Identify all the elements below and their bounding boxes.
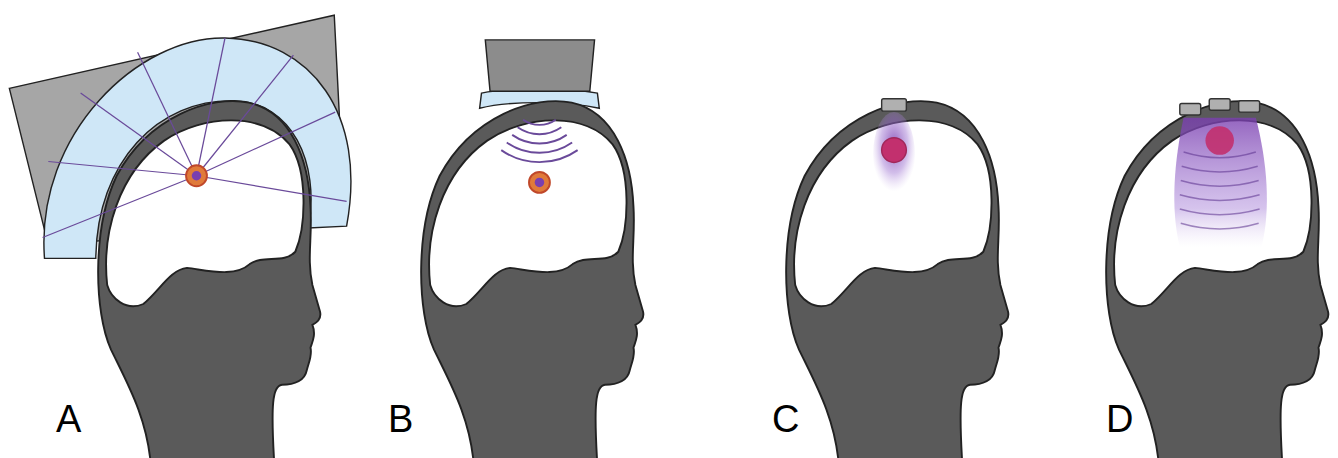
panel-letter: A [56, 400, 81, 438]
head-d [1106, 99, 1328, 458]
panel-letter: B [388, 400, 413, 438]
head-c [786, 99, 1008, 458]
head-a [9, 15, 351, 458]
head-b [421, 40, 643, 458]
panel-letter: C [772, 400, 799, 438]
panel-letter: D [1106, 400, 1133, 438]
